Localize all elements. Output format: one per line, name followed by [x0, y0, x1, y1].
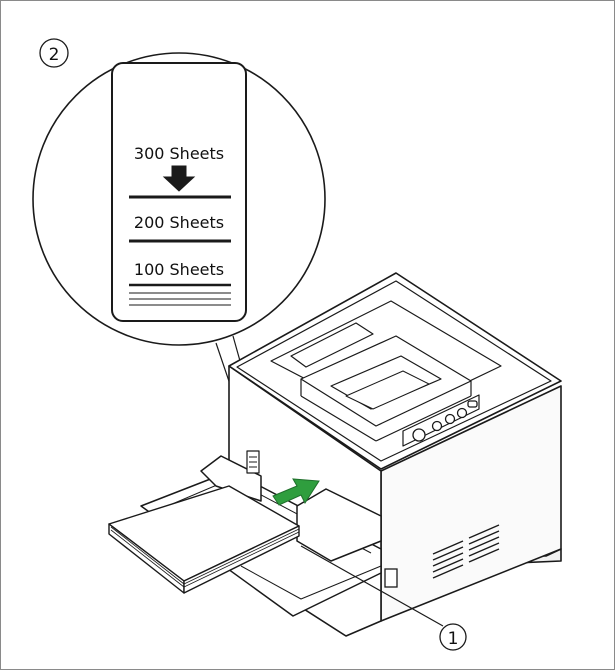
- side-vents: [432, 524, 500, 579]
- feed-direction-arrow-icon: [272, 478, 320, 506]
- level-300-text: 300 Sheets: [134, 144, 224, 163]
- down-arrow-icon: [162, 165, 196, 192]
- level-200-text: 200 Sheets: [134, 213, 224, 232]
- callout-1: 1: [300, 545, 467, 651]
- panel-button-4: [467, 400, 478, 408]
- panel-button-3: [456, 407, 468, 419]
- level-100-text: 100 Sheets: [134, 260, 224, 279]
- magnified-view: 300 Sheets 200 Sheets 100 Sheets: [32, 52, 326, 447]
- panel-button-1: [431, 420, 443, 432]
- capacity-label-card: [111, 62, 247, 322]
- svg-text:1: 1: [448, 629, 459, 649]
- control-panel: [412, 400, 478, 442]
- level-100-lines: [129, 283, 231, 306]
- paper-stack: [108, 485, 300, 594]
- callout-2: 2: [39, 38, 69, 68]
- front-slot: [384, 568, 398, 588]
- svg-text:2: 2: [49, 45, 60, 65]
- panel-button-2: [444, 413, 456, 425]
- power-button-icon: [412, 428, 426, 442]
